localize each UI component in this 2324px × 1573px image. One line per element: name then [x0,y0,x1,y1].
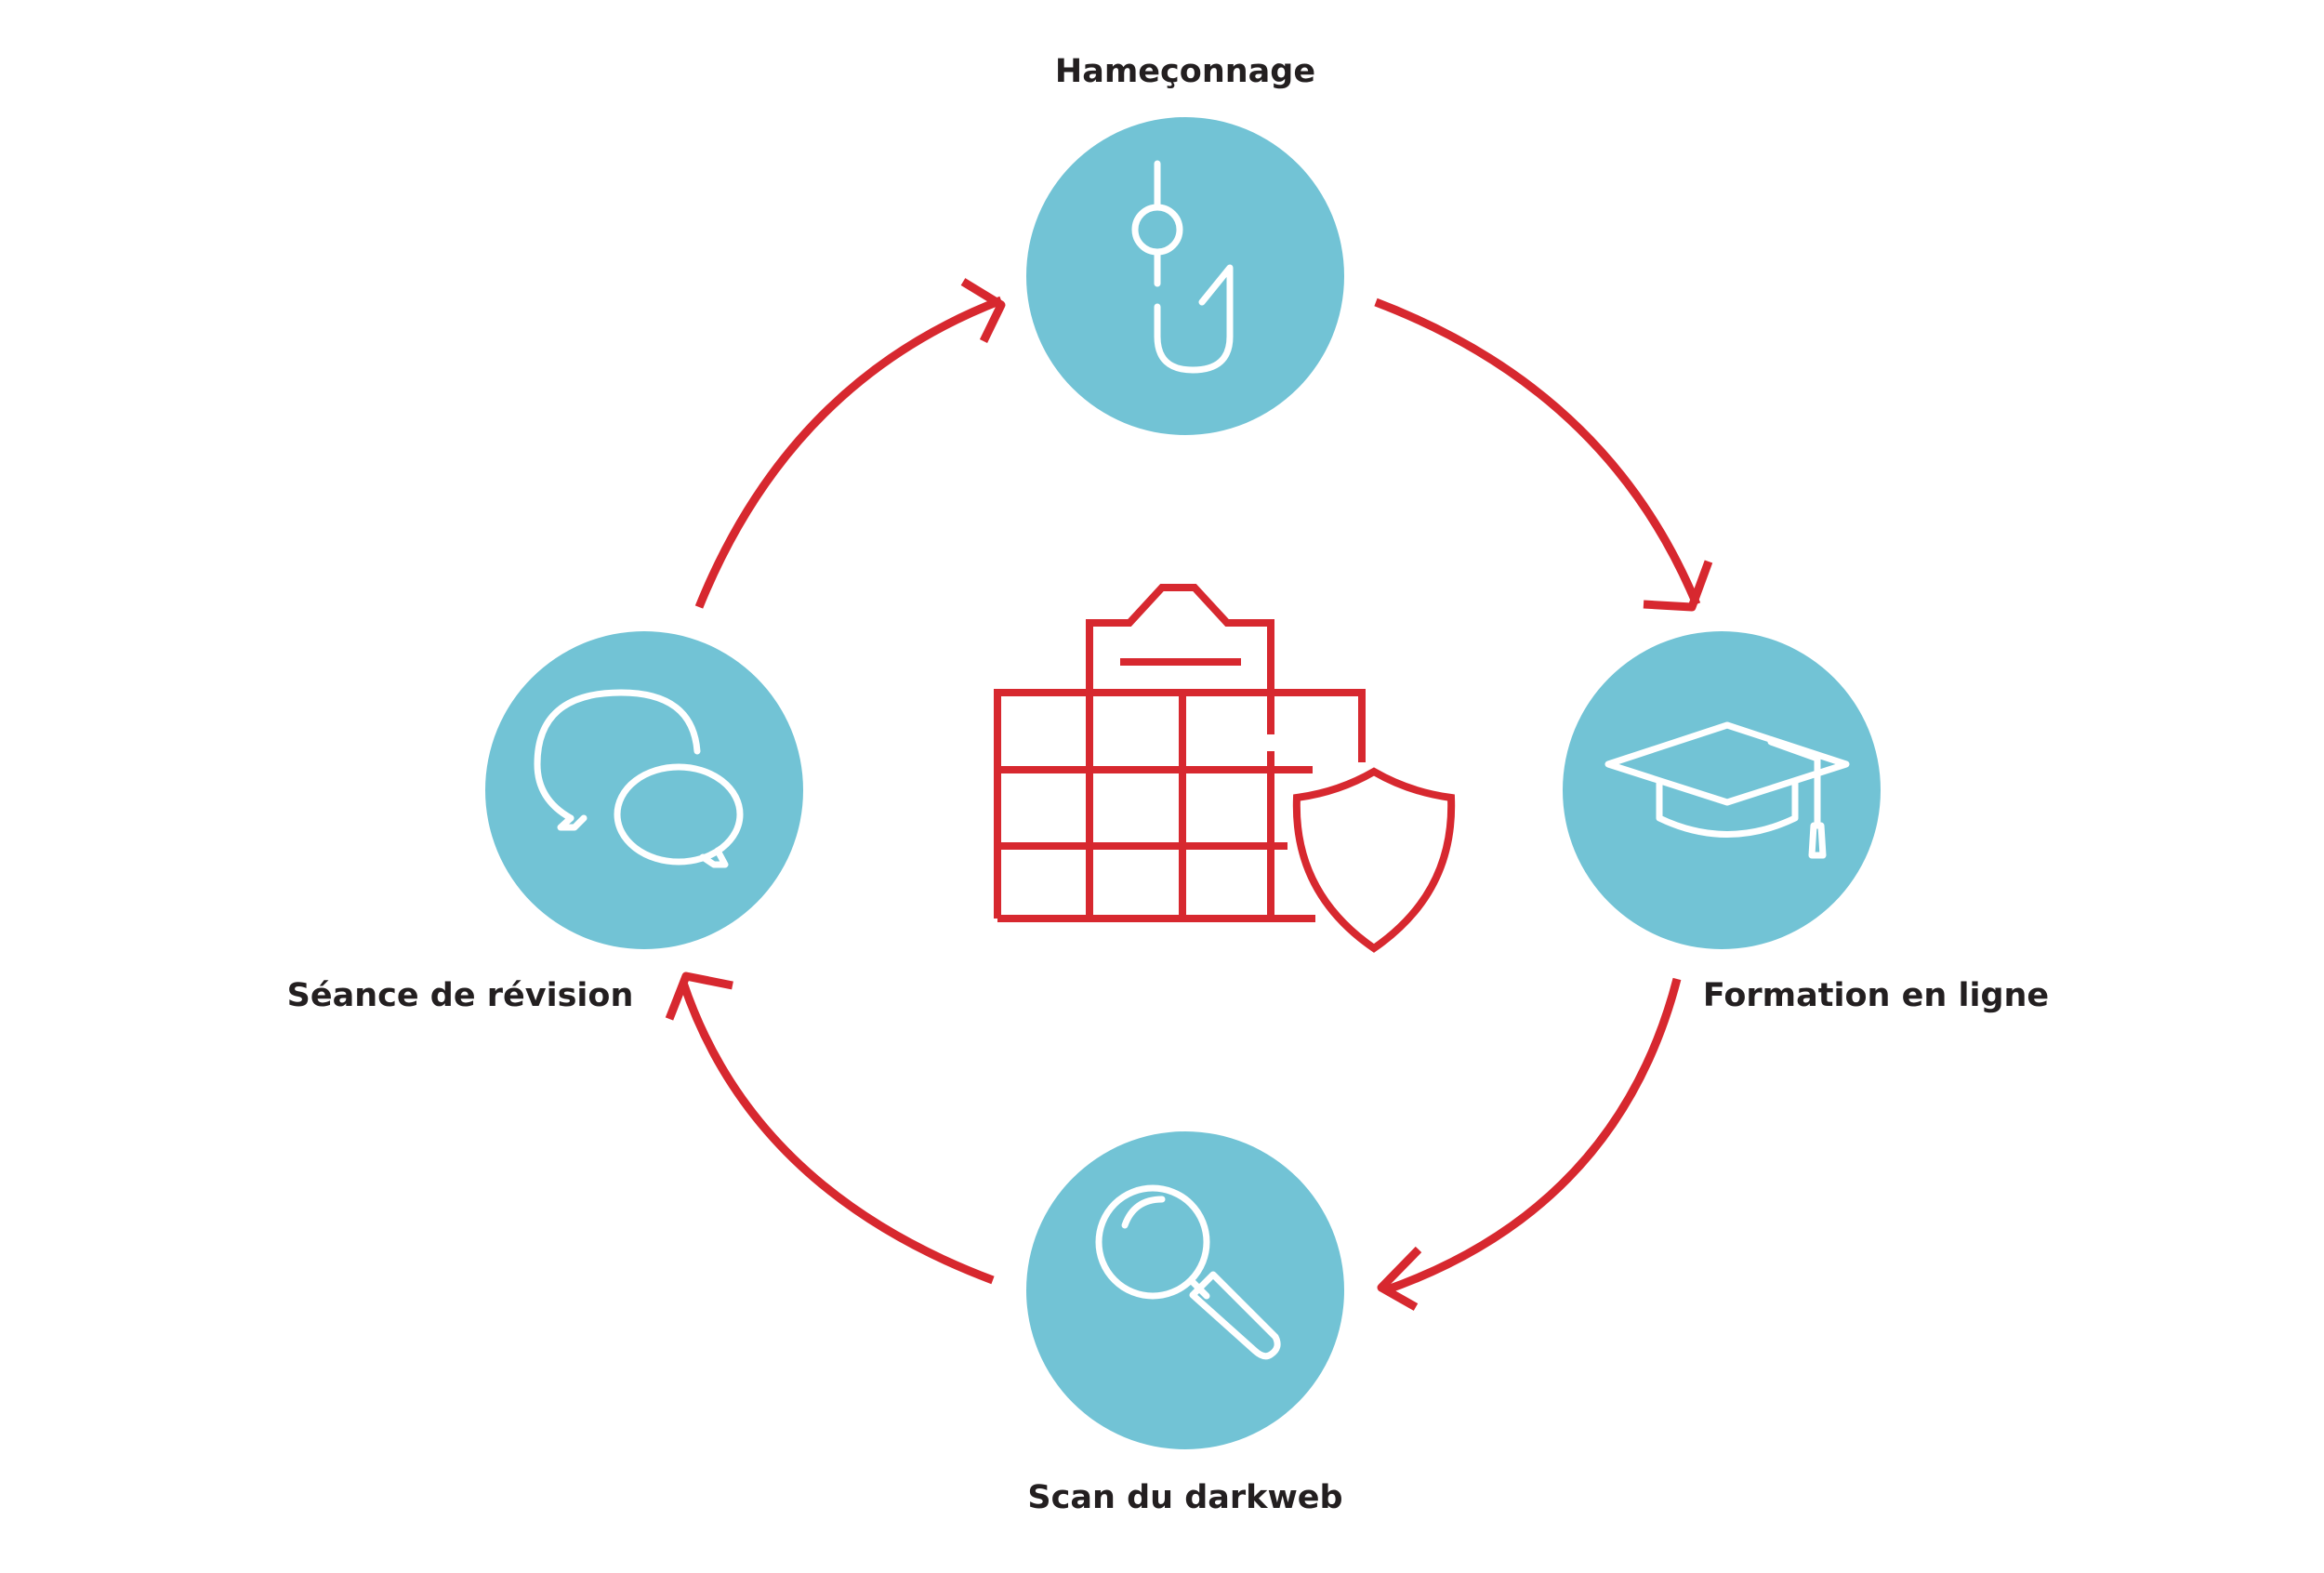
node-circle-right [1563,631,1881,949]
label-right: Formation en ligne [1703,977,2049,1014]
node-circles [485,117,1881,1449]
arrow-bottom-to-left [665,972,995,1285]
label-left: Séance de révision [287,977,634,1014]
node-circle-left [485,631,803,949]
node-circle-top [1026,117,1344,435]
arrow-left-to-top [694,278,1006,609]
speech-bubbles-icon [534,689,744,868]
magnifying-glass-icon [1095,1184,1281,1360]
building-shield-icon [994,584,1456,953]
arrow-right-to-bottom [1377,977,1682,1311]
cycle-arrows [665,278,1713,1311]
graduation-cap-icon [1604,721,1850,859]
arrow-top-to-right [1374,297,1713,612]
node-labels: Hameçonnage Formation en ligne Scan du d… [287,53,2050,1516]
label-top: Hameçonnage [1055,53,1315,90]
node-circle-bottom [1026,1131,1344,1449]
fishing-hook-icon [1131,160,1234,374]
label-bottom: Scan du darkweb [1027,1479,1342,1516]
